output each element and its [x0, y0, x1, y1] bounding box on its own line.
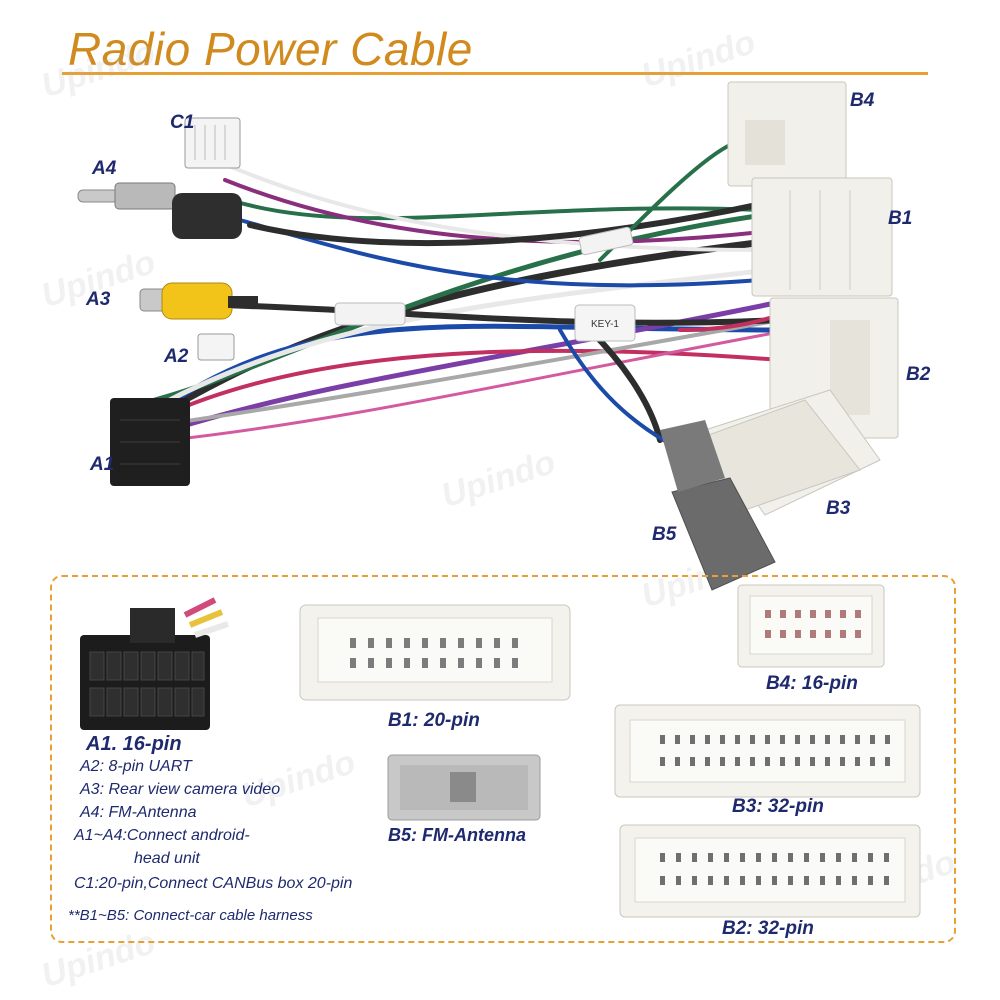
legend-box [50, 575, 956, 943]
label-a2: A2 [164, 346, 189, 367]
label-a3: A3 [86, 289, 111, 310]
legend-b5: B5: FM-Antenna [388, 825, 526, 845]
label-c1: C1 [170, 112, 195, 133]
legend-b-note: **B1~B5: Connect-car cable harness [68, 907, 313, 924]
legend-c1: C1:20-pin,Connect CANBus box 20-pin [74, 875, 353, 892]
label-a4: A4 [92, 158, 117, 179]
label-b1: B1 [888, 208, 913, 229]
label-b5: B5 [652, 524, 677, 545]
legend-b4: B4: 16-pin [766, 673, 858, 694]
legend-b2: B2: 32-pin [722, 918, 814, 939]
label-b4: B4 [850, 90, 875, 111]
legend-a1-a4-line1: A1~A4:Connect android- [74, 827, 250, 844]
legend-b3: B3: 32-pin [732, 796, 824, 817]
legend-a3: A3: Rear view camera video [80, 781, 281, 798]
title-underline [62, 72, 928, 75]
legend-a4: A4: FM-Antenna [80, 804, 197, 821]
legend-a2: A2: 8-pin UART [80, 758, 192, 775]
label-b3: B3 [826, 498, 851, 519]
legend-a1: A1. 16-pin [86, 733, 182, 755]
legend-a1-a4-line2: head unit [134, 850, 200, 867]
label-b2: B2 [906, 364, 931, 385]
key-tag-text: KEY-1 [591, 319, 619, 330]
label-a1: A1 [90, 454, 115, 475]
legend-b1: B1: 20-pin [388, 710, 480, 731]
page-title: Radio Power Cable [68, 23, 473, 75]
